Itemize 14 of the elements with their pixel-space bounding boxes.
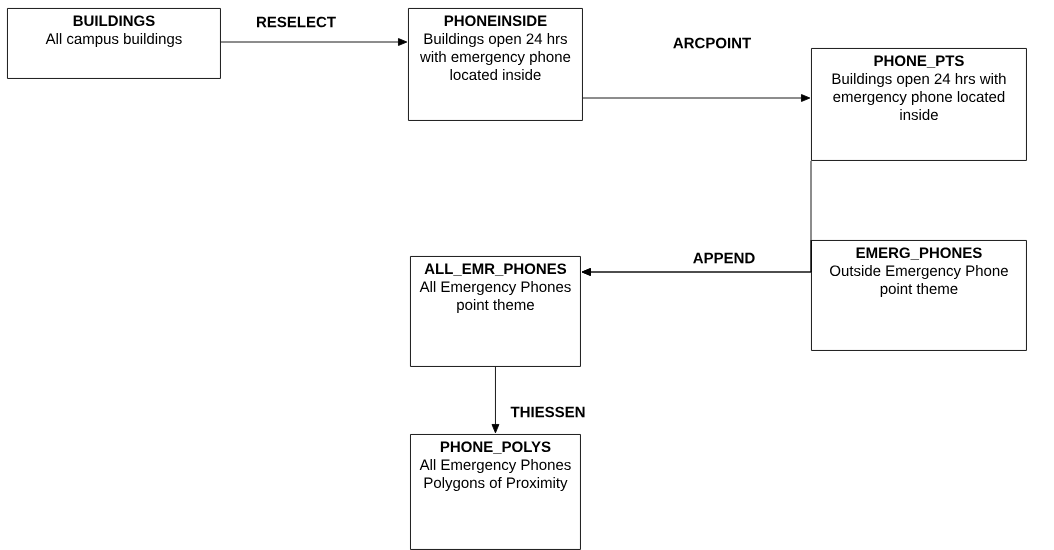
- arrow: [491, 366, 500, 434]
- process-box: ALL_EMR_PHONES All Emergency Phones point theme: [410, 256, 581, 367]
- edge-label: RESELECT: [255, 15, 337, 29]
- process-box: BUILDINGS All campus buildings: [7, 8, 221, 79]
- process-box: PHONE_PTS Buildings open 24 hrs with emergency phone located inside: [811, 48, 1027, 161]
- arrow: [581, 239, 812, 276]
- arrow: [582, 94, 811, 102]
- edge-label: THIESSEN: [509, 405, 587, 419]
- edge-label: APPEND: [691, 251, 757, 265]
- process-box: PHONE_POLYS All Emergency Phones Polygons of Proximity: [410, 434, 581, 550]
- process-box: PHONEINSIDE Buildings open 24 hrs with emergency phone located inside: [408, 8, 583, 121]
- process-box: EMERG_PHONES Outside Emergency Phone point theme: [811, 240, 1027, 351]
- arrow: [220, 38, 408, 46]
- edge-label: ARCPOINT: [671, 36, 753, 50]
